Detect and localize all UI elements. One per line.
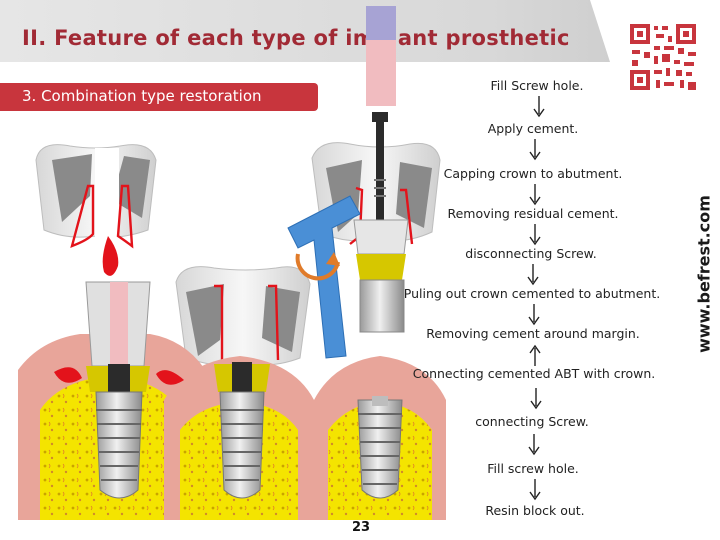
step-label: Apply cement. [487,121,579,136]
down-arrow-icon [529,184,541,206]
step-label: connecting Screw. [475,414,589,429]
down-arrow-icon [527,264,539,286]
down-arrow-icon [529,479,541,501]
step-label: Puling out crown cemented to abutment. [403,286,661,301]
step-label: Fill Screw hole. [490,78,584,93]
crown-with-cement-left [35,144,157,276]
down-arrow-icon [528,304,540,326]
step-label: Removing cement around margin. [426,326,640,341]
step-label: disconnecting Screw. [465,246,597,261]
title-banner [0,0,610,62]
implant-middle [214,362,270,499]
excess-cement-drop [102,236,119,276]
abutment-with-screw-top [353,6,409,333]
step-label: Removing residual cement. [447,206,619,221]
qr-code-icon [628,22,698,92]
down-arrow-icon [528,434,540,456]
page-title: II. Feature of each type of implant pros… [22,26,570,50]
section-bar: 3. Combination type restoration [0,83,318,111]
step-label: Resin block out. [485,503,585,518]
implant-right [357,396,403,499]
down-arrow-icon [530,388,542,410]
down-arrow-icon [529,139,541,161]
up-arrow-icon [529,344,541,366]
crown-middle [175,266,311,366]
page-number: 23 [351,520,371,535]
down-arrow-icon [533,96,545,118]
screwdriver-tool-icon [287,195,361,359]
implant-left [54,281,184,499]
step-label: Capping crown to abutment. [443,166,623,181]
down-arrow-icon [529,224,541,246]
section-title: 3. Combination type restoration [22,87,262,105]
step-label: Connecting cemented ABT with crown. [412,366,656,381]
step-label: Fill screw hole. [487,461,579,476]
